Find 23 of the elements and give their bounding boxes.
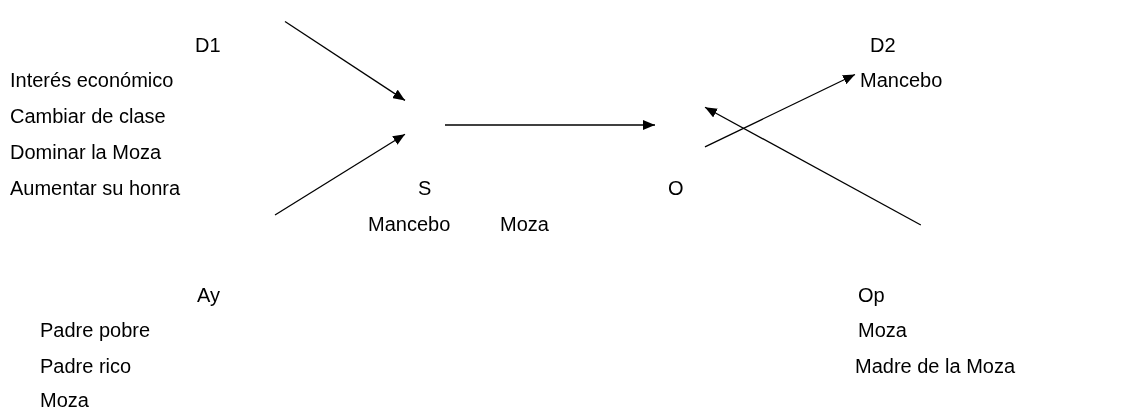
actant-text: Moza [500, 212, 549, 236]
actant-text: Madre de la Moza [855, 354, 1016, 378]
actant-text: Moza [858, 318, 907, 342]
arrow [704, 106, 922, 226]
arrow [704, 73, 856, 148]
role-label: D1 [195, 33, 221, 57]
role-label: Ay [197, 283, 220, 307]
role-label: D2 [870, 33, 896, 57]
actant-text: Padre pobre [40, 318, 151, 342]
arrow [284, 20, 406, 102]
actant-text: Padre rico [40, 354, 132, 378]
role-label: S [418, 176, 432, 200]
actant-text: Interés económico [10, 68, 174, 92]
actant-text: Aumentar su honra [10, 176, 181, 200]
arrow [274, 133, 406, 216]
actant-text: Mancebo [860, 68, 943, 92]
actant-text: Cambiar de clase [10, 104, 166, 128]
actant-text: O [668, 176, 684, 200]
role-label: Op [858, 283, 885, 307]
actant-text: Dominar la Moza [10, 140, 162, 164]
actant-text: Moza [40, 388, 89, 412]
actant-text: Mancebo [368, 212, 451, 236]
arrow [444, 120, 656, 130]
